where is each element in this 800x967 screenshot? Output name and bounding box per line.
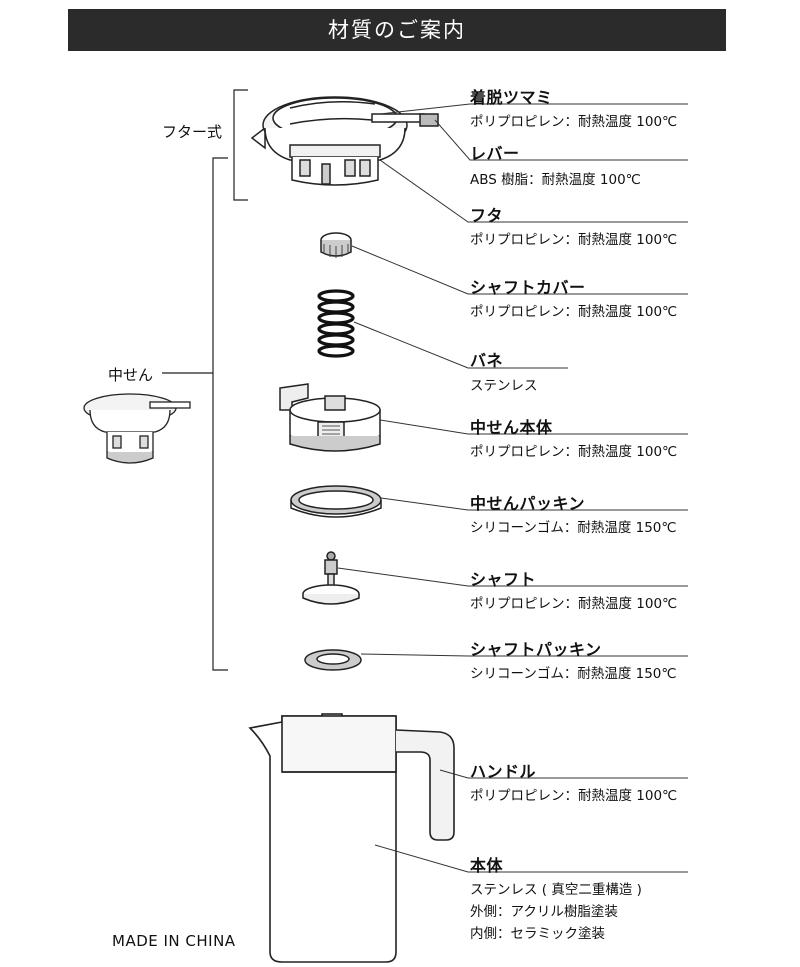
part-name-futa: フタ bbox=[470, 206, 504, 225]
group-label-nakasen: 中せん bbox=[108, 366, 154, 384]
part-material-stopper-packing: シリコーンゴム：耐熱温度 150℃ bbox=[470, 520, 677, 536]
leader-tsumami bbox=[379, 103, 471, 115]
shaft-illustration bbox=[302, 551, 360, 605]
leader-lever bbox=[434, 119, 688, 161]
made-in-label: MADE IN CHINA bbox=[112, 932, 236, 950]
spring-illustration bbox=[317, 289, 355, 358]
nakasen-bracket bbox=[212, 157, 228, 671]
page-title: 材質のご案内 bbox=[328, 18, 466, 42]
part-name-stopper-packing: 中せんパッキン bbox=[470, 494, 586, 513]
pitcher-illustration bbox=[248, 713, 455, 963]
part-material-bane: ステンレス bbox=[470, 378, 538, 394]
part-material-shaft-packing: シリコーンゴム：耐熱温度 150℃ bbox=[470, 666, 677, 682]
part-name-hontai: 本体 bbox=[470, 856, 504, 875]
leader-shaft-cover bbox=[351, 245, 688, 295]
part-material-shaft: ポリプロピレン：耐熱温度 100℃ bbox=[470, 596, 678, 612]
leader-shaft bbox=[337, 567, 688, 587]
part-material-stopper-body: ポリプロピレン：耐熱温度 100℃ bbox=[470, 444, 678, 460]
leader-bane bbox=[353, 321, 568, 369]
leader-handle bbox=[439, 769, 688, 779]
part-material-handle: ポリプロピレン：耐熱温度 100℃ bbox=[470, 788, 678, 804]
part-name-lever: レバー bbox=[470, 144, 520, 163]
part-material-lever: ABS 樹脂：耐熱温度 100℃ bbox=[470, 172, 641, 188]
part-material-hontai: ステンレス ( 真空二重構造 ) bbox=[470, 882, 642, 898]
part-name-stopper-body: 中せん本体 bbox=[470, 418, 553, 437]
lid-illustration bbox=[250, 96, 439, 186]
assembled-stopper-illustration bbox=[83, 393, 191, 464]
stopper-packing-illustration bbox=[290, 485, 382, 518]
leader-stopper-body bbox=[379, 419, 688, 435]
leader-shaft-packing bbox=[360, 653, 688, 657]
part-name-shaft-cover: シャフトカバー bbox=[470, 278, 586, 297]
futa-bracket bbox=[233, 89, 248, 201]
part-name-bane: バネ bbox=[470, 351, 504, 370]
title-bar: 材質のご案内 bbox=[68, 9, 726, 51]
shaft-packing-illustration bbox=[304, 649, 362, 671]
part-material-tsumami: ポリプロピレン：耐熱温度 100℃ bbox=[470, 114, 678, 130]
part-material-shaft-cover: ポリプロピレン：耐熱温度 100℃ bbox=[470, 304, 678, 320]
leader-futa bbox=[379, 159, 688, 223]
part-material-hontai-outer: 外側：アクリル樹脂塗装 bbox=[470, 904, 618, 920]
part-name-handle: ハンドル bbox=[470, 762, 537, 781]
shaft-cover-illustration bbox=[320, 232, 352, 258]
part-name-tsumami: 着脱ツマミ bbox=[470, 88, 553, 107]
part-material-futa: ポリプロピレン：耐熱温度 100℃ bbox=[470, 232, 678, 248]
leader-hontai bbox=[374, 844, 688, 873]
inner-stopper-illustration bbox=[279, 383, 381, 452]
group-label-futa-shiki: フター式 bbox=[162, 123, 223, 141]
part-name-shaft-packing: シャフトパッキン bbox=[470, 640, 602, 659]
part-material-hontai-inner: 内側：セラミック塗装 bbox=[470, 926, 605, 942]
leader-stopper-packing bbox=[380, 497, 688, 511]
part-name-shaft: シャフト bbox=[470, 570, 537, 589]
